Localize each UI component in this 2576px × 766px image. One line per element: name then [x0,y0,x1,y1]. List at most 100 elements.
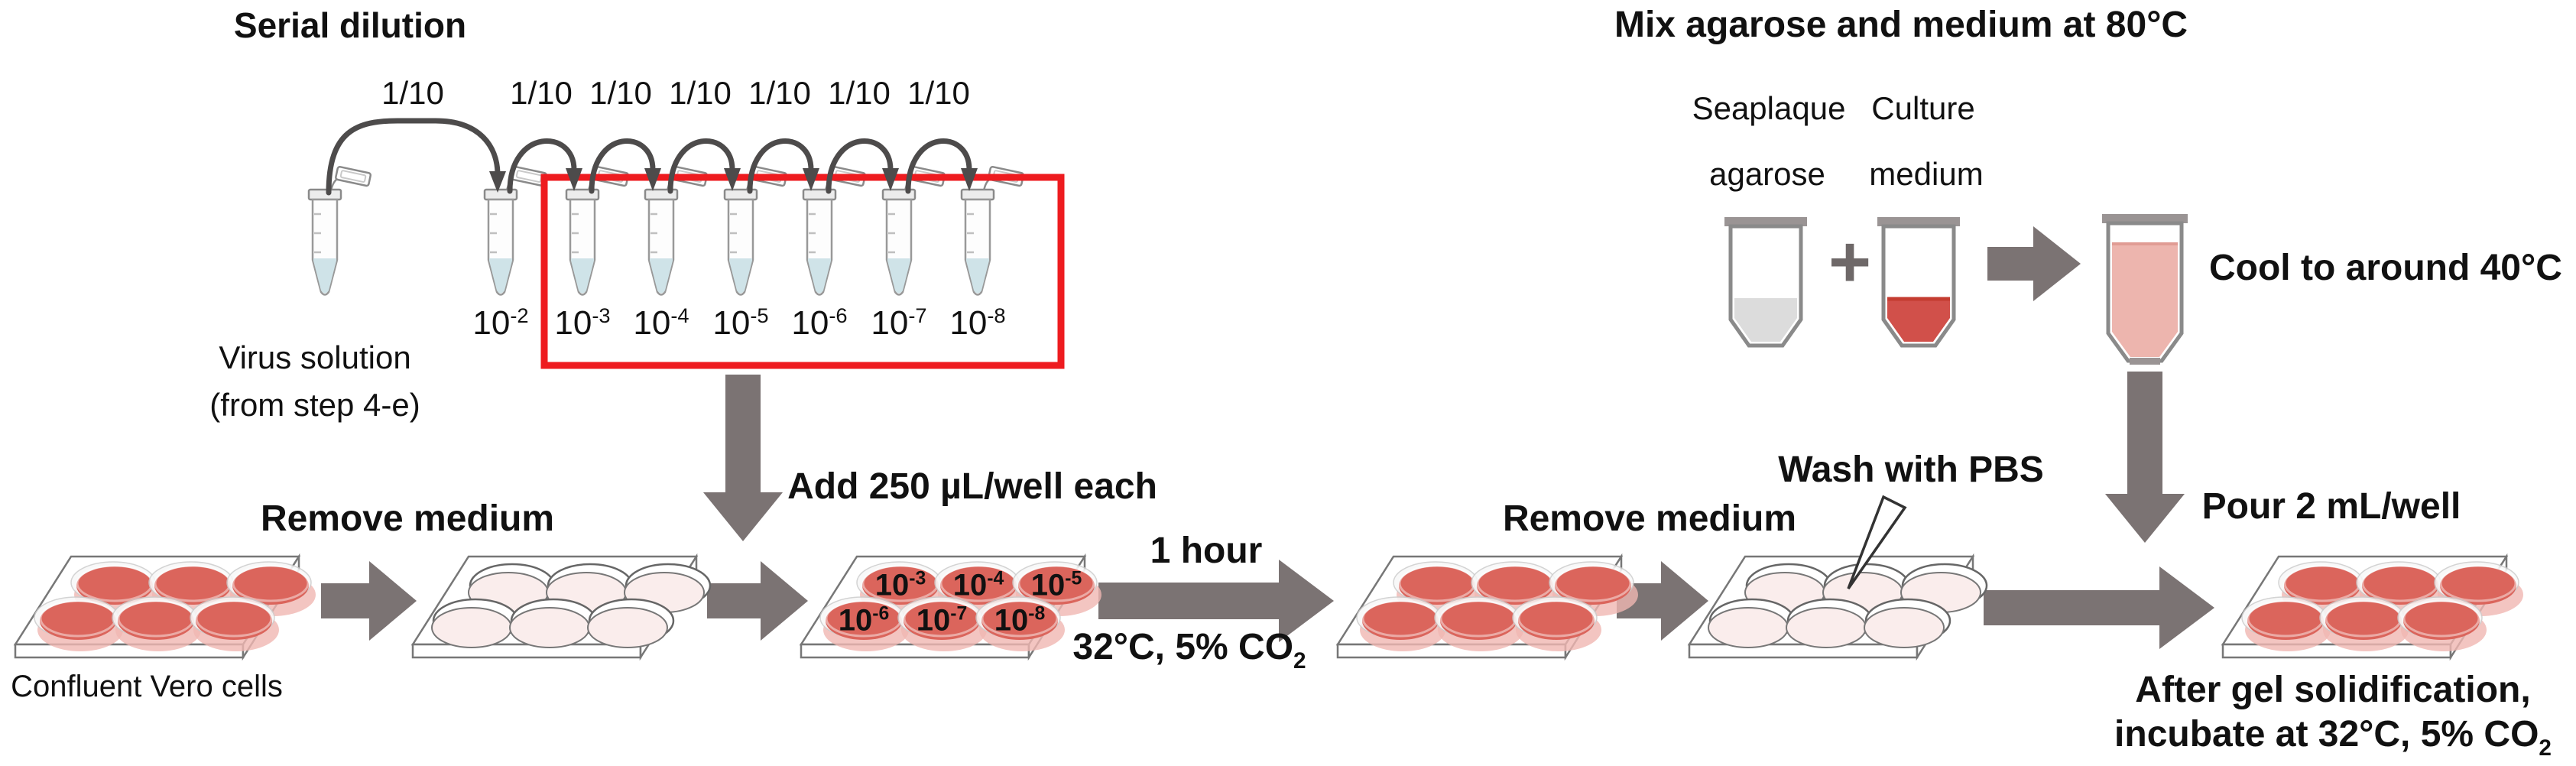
dilution-base: 10 [791,304,829,342]
exponent: -5 [1065,568,1082,589]
down-arrow-icon [703,375,783,541]
exponent: -8 [1028,603,1046,625]
wash-pbs-label: Wash with PBS [1778,450,2044,490]
culture-medium-tube-icon [1877,217,1960,348]
remove-medium-label-1: Remove medium [260,498,555,539]
final-note-line2: incubate at 32°C, 5% CO2 [2114,714,2552,761]
serial-dilution-title: Serial dilution [233,5,467,45]
transfer-arc [507,138,577,194]
transfer-arc [826,138,894,194]
transfer-ratio-label: 1/10 [669,75,732,111]
transfer-arc [326,118,501,196]
exponent: -6 [829,303,848,327]
dilution-label: 10-4 [633,303,689,342]
dilution-base: 10 [838,603,873,638]
agarose-tube-icon [1724,217,1807,348]
plate-medium-removed [411,555,712,659]
dilution-label: 10-3 [554,303,611,342]
remove-medium-label-2: Remove medium [1502,498,1797,539]
dilution-base: 10 [952,568,988,602]
transfer-ratio-label: 1/10 [907,75,970,111]
well-dilution-label: 10-7 [917,604,968,638]
culture-medium-label-line2: medium [1869,156,1984,192]
well-dilution-label: 10-5 [1031,569,1082,603]
exponent: -8 [987,303,1006,327]
cool-step-label: Cool to around 40°C [2209,248,2562,288]
dilution-label: 10-2 [472,303,529,342]
pour-step-label: Pour 2 mL/well [2201,486,2461,527]
transfer-ratio-label: 1/10 [589,75,652,111]
virus-tube-icon [307,165,372,296]
final-note-line1: After gel solidification, [2135,670,2531,710]
dilution-base: 10 [1030,568,1066,602]
plate-agarose-overlay [2221,555,2525,659]
dilution-base: 10 [633,304,671,342]
plate1-caption: Confluent Vero cells [11,670,283,703]
transfer-arc-arrowheads [489,168,978,193]
transfer-arc [589,138,656,194]
dilution-base: 10 [949,304,988,342]
transfer-arc-arrows [326,118,972,196]
right-arrow-icon [321,561,417,641]
dilution-label: 10-8 [949,303,1006,342]
plate-confluent-cells [14,555,317,659]
transfer-ratio-label: 1/10 [510,75,573,111]
pipette-tip-icon [1847,495,1907,590]
add-volume-label: Add 250 µL/well each [787,466,1157,507]
exponent: -6 [872,603,890,625]
culture-medium-label-line1: Culture [1871,90,1975,126]
plate-washed [1688,495,1988,659]
serial-dilution-tubes [307,165,1025,296]
condition-text: incubate at 32°C, 5% CO [2114,714,2539,755]
transfer-arc [747,138,814,194]
right-arrow-icon [1617,561,1708,641]
transfer-arc [905,138,972,194]
incubation-condition-label: 32°C, 5% CO2 [1072,627,1306,673]
exponent: -3 [592,303,611,327]
dilution-base: 10 [916,603,951,638]
right-arrow-icon [1984,566,2214,649]
exponent: -3 [909,568,926,589]
dilution-label: 10-6 [791,303,848,342]
virus-solution-label-line1: Virus solution [219,339,411,375]
transfer-ratio-label: 1/10 [748,75,811,111]
exponent: -4 [670,303,689,327]
subscript: 2 [1293,648,1306,674]
dilution-tube-icon [483,165,548,296]
subscript: 2 [2539,735,2552,761]
dilution-label: 10-5 [712,303,769,342]
exponent: -4 [987,568,1004,589]
dilution-base: 10 [871,304,909,342]
incubation-duration-label: 1 hour [1150,531,1263,571]
exponent: -7 [950,603,968,625]
red-highlight-box [540,174,1065,369]
well-dilution-label: 10-4 [953,569,1004,603]
mixed-agarose-tube-icon [2102,214,2188,365]
down-arrow-icon [2105,372,2185,543]
right-arrow-icon [707,561,808,641]
transfer-ratio-label: 1/10 [381,75,444,111]
well-dilution-label: 10-8 [994,604,1046,638]
mix-right-arrow-icon [1987,226,2081,301]
plus-sign: + [1828,220,1872,303]
exponent: -5 [750,303,769,327]
flow-arrows [321,226,2214,649]
mix-agarose-title: Mix agarose and medium at 80°C [1614,5,2188,45]
exponent: -7 [908,303,927,327]
condition-text: 32°C, 5% CO [1072,627,1294,667]
dilution-base: 10 [472,304,511,342]
dilution-base: 10 [554,304,592,342]
transfer-ratio-label: 1/10 [828,75,891,111]
well-dilution-label: 10-6 [839,604,890,638]
dilution-base: 10 [994,603,1029,638]
dilution-base: 10 [874,568,910,602]
well-dilution-label: 10-3 [875,569,926,603]
plate-after-incubation [1336,555,1640,659]
seaplaque-label-line2: agarose [1709,156,1825,192]
dilution-base: 10 [712,304,751,342]
exponent: -2 [510,303,529,327]
right-arrow-icon [1098,560,1334,642]
dilution-label: 10-7 [871,303,927,342]
